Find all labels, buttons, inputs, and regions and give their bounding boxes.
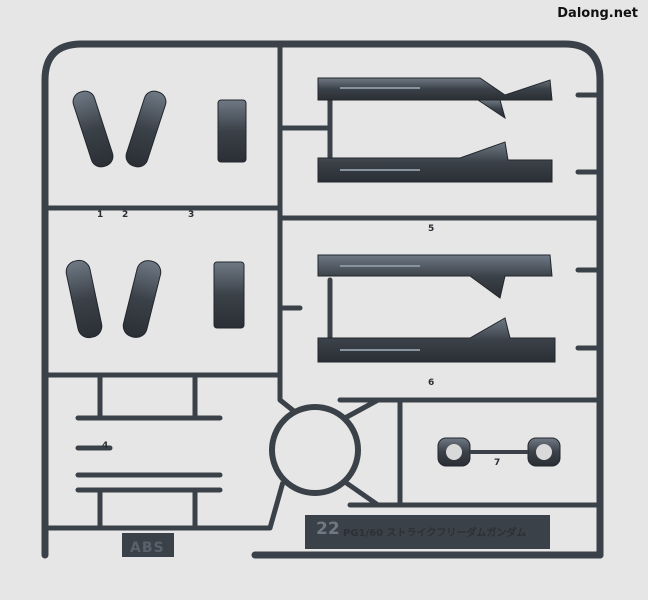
outer-runner: [41, 40, 604, 559]
part-number: 7: [494, 458, 501, 468]
grade-stamp: 22: [316, 519, 340, 539]
upper-link-parts: [72, 90, 247, 168]
watermark: Dalong.net: [557, 6, 638, 21]
inner-runners: [42, 41, 603, 531]
material-stamp: ABS: [130, 540, 165, 556]
part-number: 6: [428, 378, 435, 388]
part-number: 2: [122, 210, 129, 220]
long-part-grooves: [340, 87, 420, 351]
rods: [75, 372, 223, 531]
part-number: 4: [102, 441, 109, 451]
part-number: 3: [188, 210, 195, 220]
lower-link-parts: [65, 259, 245, 339]
part-number: 1: [97, 210, 104, 220]
long-parts: [317, 77, 556, 363]
label-plate: [305, 515, 550, 549]
kit-label: PG1/60 ストライクフリーダムガンダム: [343, 528, 527, 539]
abs-plate: [122, 533, 174, 557]
ring-links: [267, 397, 380, 529]
part-number: 5: [428, 224, 435, 234]
ring-junction: [269, 404, 361, 496]
